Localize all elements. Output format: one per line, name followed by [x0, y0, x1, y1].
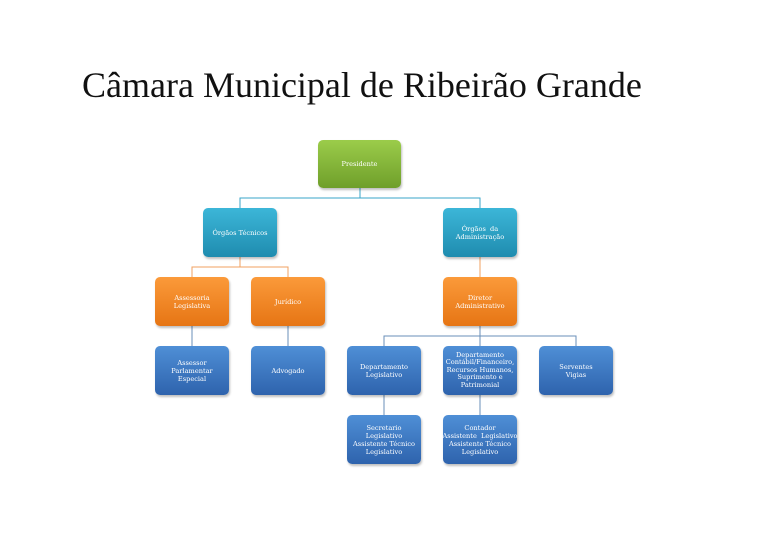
node-label: Especial	[177, 374, 207, 383]
node-secretario-legislativo: Secretario Legislativo Assistente Técnic…	[347, 415, 421, 464]
node-label: Administração	[455, 232, 505, 241]
node-label: Contábil/Financeiro,	[445, 358, 515, 367]
node-orgaos-administracao: Órgãos da Administração	[443, 208, 517, 257]
node-departamento-legislativo: Departamento Legislativo	[347, 346, 421, 395]
node-serventes: Serventes Vigias	[539, 346, 613, 395]
node-contador: Contador Assistente Legislativo Assisten…	[442, 415, 518, 464]
node-diretor-administrativo: Diretor Administrativo	[443, 277, 517, 326]
node-label: Presidente	[341, 160, 378, 168]
connector-presidente	[239, 188, 481, 208]
connector-diretor	[383, 326, 577, 346]
node-label: Órgãos Técnicos	[212, 228, 268, 237]
node-label: Vigias	[565, 370, 587, 379]
node-label: Secretario Legislativo	[365, 423, 403, 440]
page-title: Câmara Municipal de Ribeirão Grande	[82, 65, 642, 105]
node-departamento-contabil: Departamento Contábil/Financeiro, Recurs…	[443, 346, 517, 395]
node-assessoria-legislativa: Assessoria Legislativa	[155, 277, 229, 326]
node-label: Jurídico	[274, 297, 302, 306]
node-label: Contador	[464, 423, 496, 432]
node-label: Legislativo	[365, 447, 403, 456]
node-label: Recursos Humanos,	[446, 365, 514, 374]
node-label: Assistente Legislativo	[442, 431, 518, 440]
node-label: Assessor Parlamentar	[171, 358, 213, 375]
connector-orgaos-tecnicos	[191, 257, 289, 277]
node-label: Advogado	[271, 366, 305, 375]
node-advogado: Advogado	[251, 346, 325, 395]
node-label: Órgãos da	[461, 224, 499, 233]
node-label: Assistente Técnico	[353, 439, 415, 448]
node-label: Patrimonial	[460, 380, 500, 389]
node-presidente: Presidente	[318, 140, 401, 188]
node-label: Legislativo	[365, 370, 403, 379]
node-label: Departamento	[455, 350, 505, 359]
node-label: Assessoria Legislativa	[173, 293, 211, 310]
node-label: Departamento	[359, 362, 409, 371]
node-assessor-parlamentar: Assessor Parlamentar Especial	[155, 346, 229, 395]
node-label: Legislativo	[461, 447, 499, 456]
node-orgaos-tecnicos: Órgãos Técnicos	[203, 208, 277, 257]
node-juridico: Jurídico	[251, 277, 325, 326]
node-label: Diretor Administrativo	[455, 293, 505, 310]
node-label: Suprimento e	[457, 373, 503, 382]
node-label: Assistente Técnico	[449, 439, 511, 448]
node-label: Serventes	[559, 362, 593, 371]
